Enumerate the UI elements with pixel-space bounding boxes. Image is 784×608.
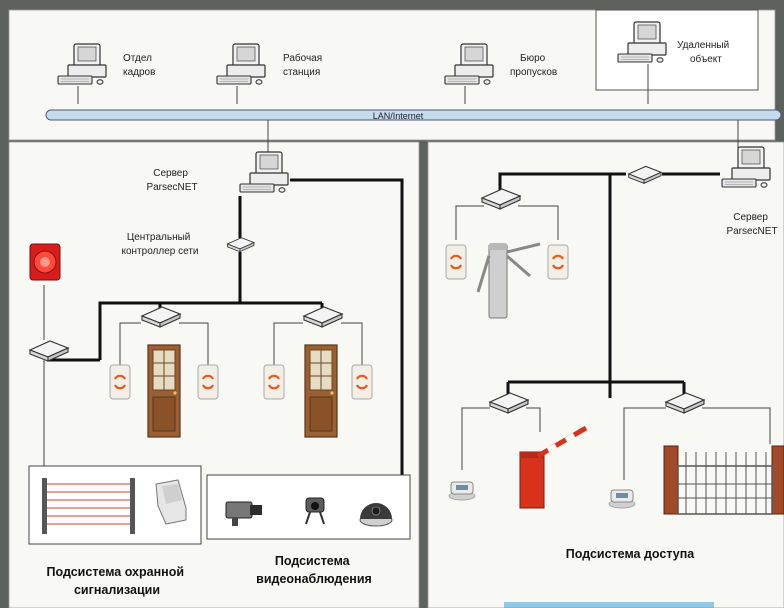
door-icon: [304, 344, 338, 438]
workstation-pc-icon: [216, 43, 266, 104]
access-subsystem-title: Подсистема доступа: [566, 547, 696, 561]
box-camera-icon: [225, 501, 262, 526]
pass-office-label: Бюро пропусков: [510, 53, 557, 78]
workstation-hr-label: Отдел кадров: [123, 53, 155, 78]
workstation-pc-label: Рабочая станция: [283, 52, 325, 78]
reader-icon: [546, 243, 570, 281]
remote-site-pc-icon: [617, 21, 667, 104]
gate-icon: [663, 445, 784, 515]
lan-bus-label: LAN/Internet: [373, 111, 424, 121]
vehicle-reader-icon: [448, 481, 476, 501]
reader-icon: [350, 363, 374, 401]
door-icon: [147, 344, 181, 438]
lan-bus: [45, 109, 782, 121]
barrier-icon: [519, 425, 588, 509]
ir-barrier-icon: [42, 478, 135, 534]
reader-icon: [262, 363, 286, 401]
right-site-panel: [427, 141, 784, 608]
reader-icon: [108, 363, 132, 401]
motion-detector-icon: [155, 479, 187, 525]
siren-icon: [29, 243, 61, 281]
dome-camera-icon: [359, 503, 393, 527]
right-wiring: [455, 120, 771, 480]
mini-camera-icon: [305, 497, 325, 525]
video-subsystem-title: Подсистема видеонаблюдения: [256, 554, 372, 586]
pass-office-pc-icon: [444, 43, 494, 104]
remote-site-label: Удаленный объект: [677, 40, 732, 65]
left-server-label: Сервер ParsecNET: [146, 168, 197, 193]
reader-icon: [444, 243, 468, 281]
right-server-label: Сервер ParsecNET: [726, 212, 777, 237]
remote-site-frame: [595, 9, 759, 91]
vehicle-reader-icon: [608, 489, 636, 509]
workstation-hr-icon: [57, 43, 107, 104]
turnstile-icon: [476, 242, 541, 319]
reader-icon: [196, 363, 220, 401]
cropped-caption: [504, 602, 714, 608]
alarm-subsystem-frame: [28, 465, 202, 545]
alarm-subsystem-title: Подсистема охранной сигнализации: [47, 565, 188, 597]
central-controller-label: Центральный контроллер сети: [121, 232, 198, 257]
